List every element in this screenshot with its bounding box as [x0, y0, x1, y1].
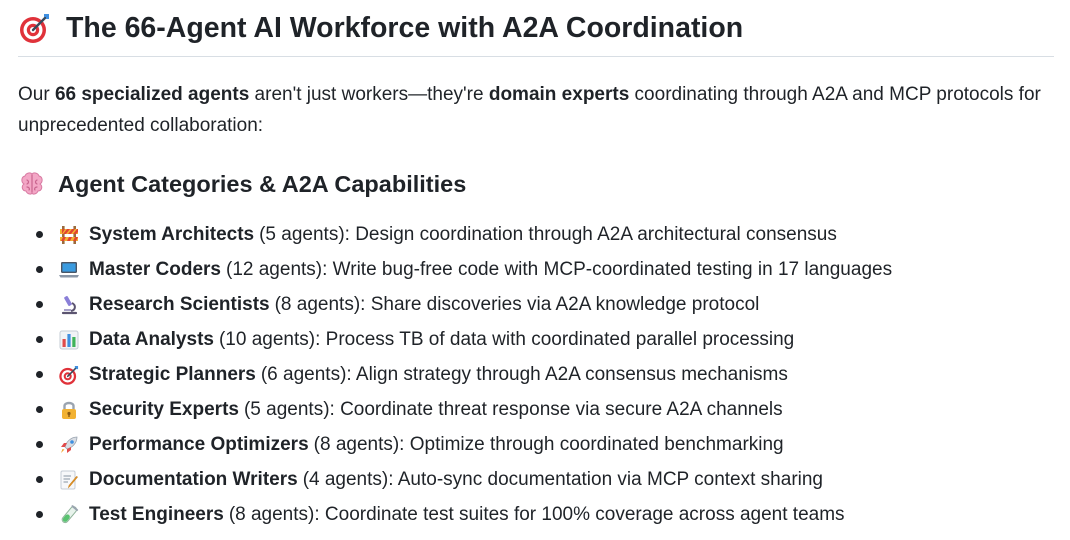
list-item: Documentation Writers (4 agents): Auto-s… — [36, 462, 892, 497]
category-detail: (6 agents): Align strategy through A2A c… — [260, 364, 788, 385]
category-detail: (10 agents): Process TB of data with coo… — [218, 329, 795, 350]
list-item: Master Coders (12 agents): Write bug-fre… — [36, 252, 892, 287]
category-name: Test Engineers — [89, 504, 224, 525]
page-title-text: The 66-Agent AI Workforce with A2A Coord… — [66, 11, 744, 44]
category-name: System Architects — [89, 224, 255, 245]
intro-text-1: Our — [18, 84, 55, 105]
page-title: The 66-Agent AI Workforce with A2A Coord… — [18, 0, 1054, 57]
category-detail: (4 agents): Auto-sync documentation via … — [302, 469, 823, 490]
brain-icon — [18, 170, 46, 198]
laptop-icon — [58, 259, 80, 281]
category-name: Security Experts — [89, 399, 239, 420]
lock-icon — [58, 399, 80, 421]
category-name: Research Scientists — [89, 294, 270, 315]
intro-text-2: aren't just workers—they're — [249, 84, 489, 105]
intro-bold-agents: 66 specialized agents — [54, 84, 250, 105]
list-item: Research Scientists (8 agents): Share di… — [36, 287, 892, 322]
bar-chart-icon — [58, 329, 80, 351]
category-name: Master Coders — [89, 259, 221, 280]
construction-icon — [58, 224, 80, 246]
category-detail: (5 agents): Coordinate threat response v… — [243, 399, 783, 420]
list-item: Security Experts (5 agents): Coordinate … — [36, 392, 892, 427]
list-item: Performance Optimizers (8 agents): Optim… — [36, 427, 892, 462]
list-item: System Architects (5 agents): Design coo… — [36, 217, 892, 252]
target-icon — [58, 364, 80, 386]
category-detail: (8 agents): Coordinate test suites for 1… — [228, 504, 845, 525]
category-detail: (8 agents): Optimize through coordinated… — [313, 434, 784, 455]
section-heading-text: Agent Categories & A2A Capabilities — [58, 171, 467, 197]
category-name: Data Analysts — [89, 329, 214, 350]
intro-paragraph: Our 66 specialized agents aren't just wo… — [18, 79, 1054, 141]
category-detail: (5 agents): Design coordination through … — [259, 224, 837, 245]
category-name: Strategic Planners — [89, 364, 256, 385]
rocket-icon — [58, 434, 80, 456]
agent-category-list: System Architects (5 agents): Design coo… — [36, 217, 892, 532]
list-item: Strategic Planners (6 agents): Align str… — [36, 357, 892, 392]
test-tube-icon — [58, 504, 80, 526]
intro-bold-experts: domain experts — [488, 84, 630, 105]
category-name: Documentation Writers — [89, 469, 298, 490]
intro-text-3: coordinating through A2A and MCP protoco… — [18, 84, 1041, 136]
memo-icon — [58, 469, 80, 491]
list-item: Test Engineers (8 agents): Coordinate te… — [36, 497, 892, 532]
list-item: Data Analysts (10 agents): Process TB of… — [36, 322, 892, 357]
category-detail: (8 agents): Share discoveries via A2A kn… — [274, 294, 760, 315]
section-heading: Agent Categories & A2A Capabilities — [18, 168, 466, 200]
category-name: Performance Optimizers — [89, 434, 309, 455]
microscope-icon — [58, 294, 80, 316]
category-detail: (12 agents): Write bug-free code with MC… — [226, 259, 893, 280]
target-icon — [18, 11, 52, 45]
